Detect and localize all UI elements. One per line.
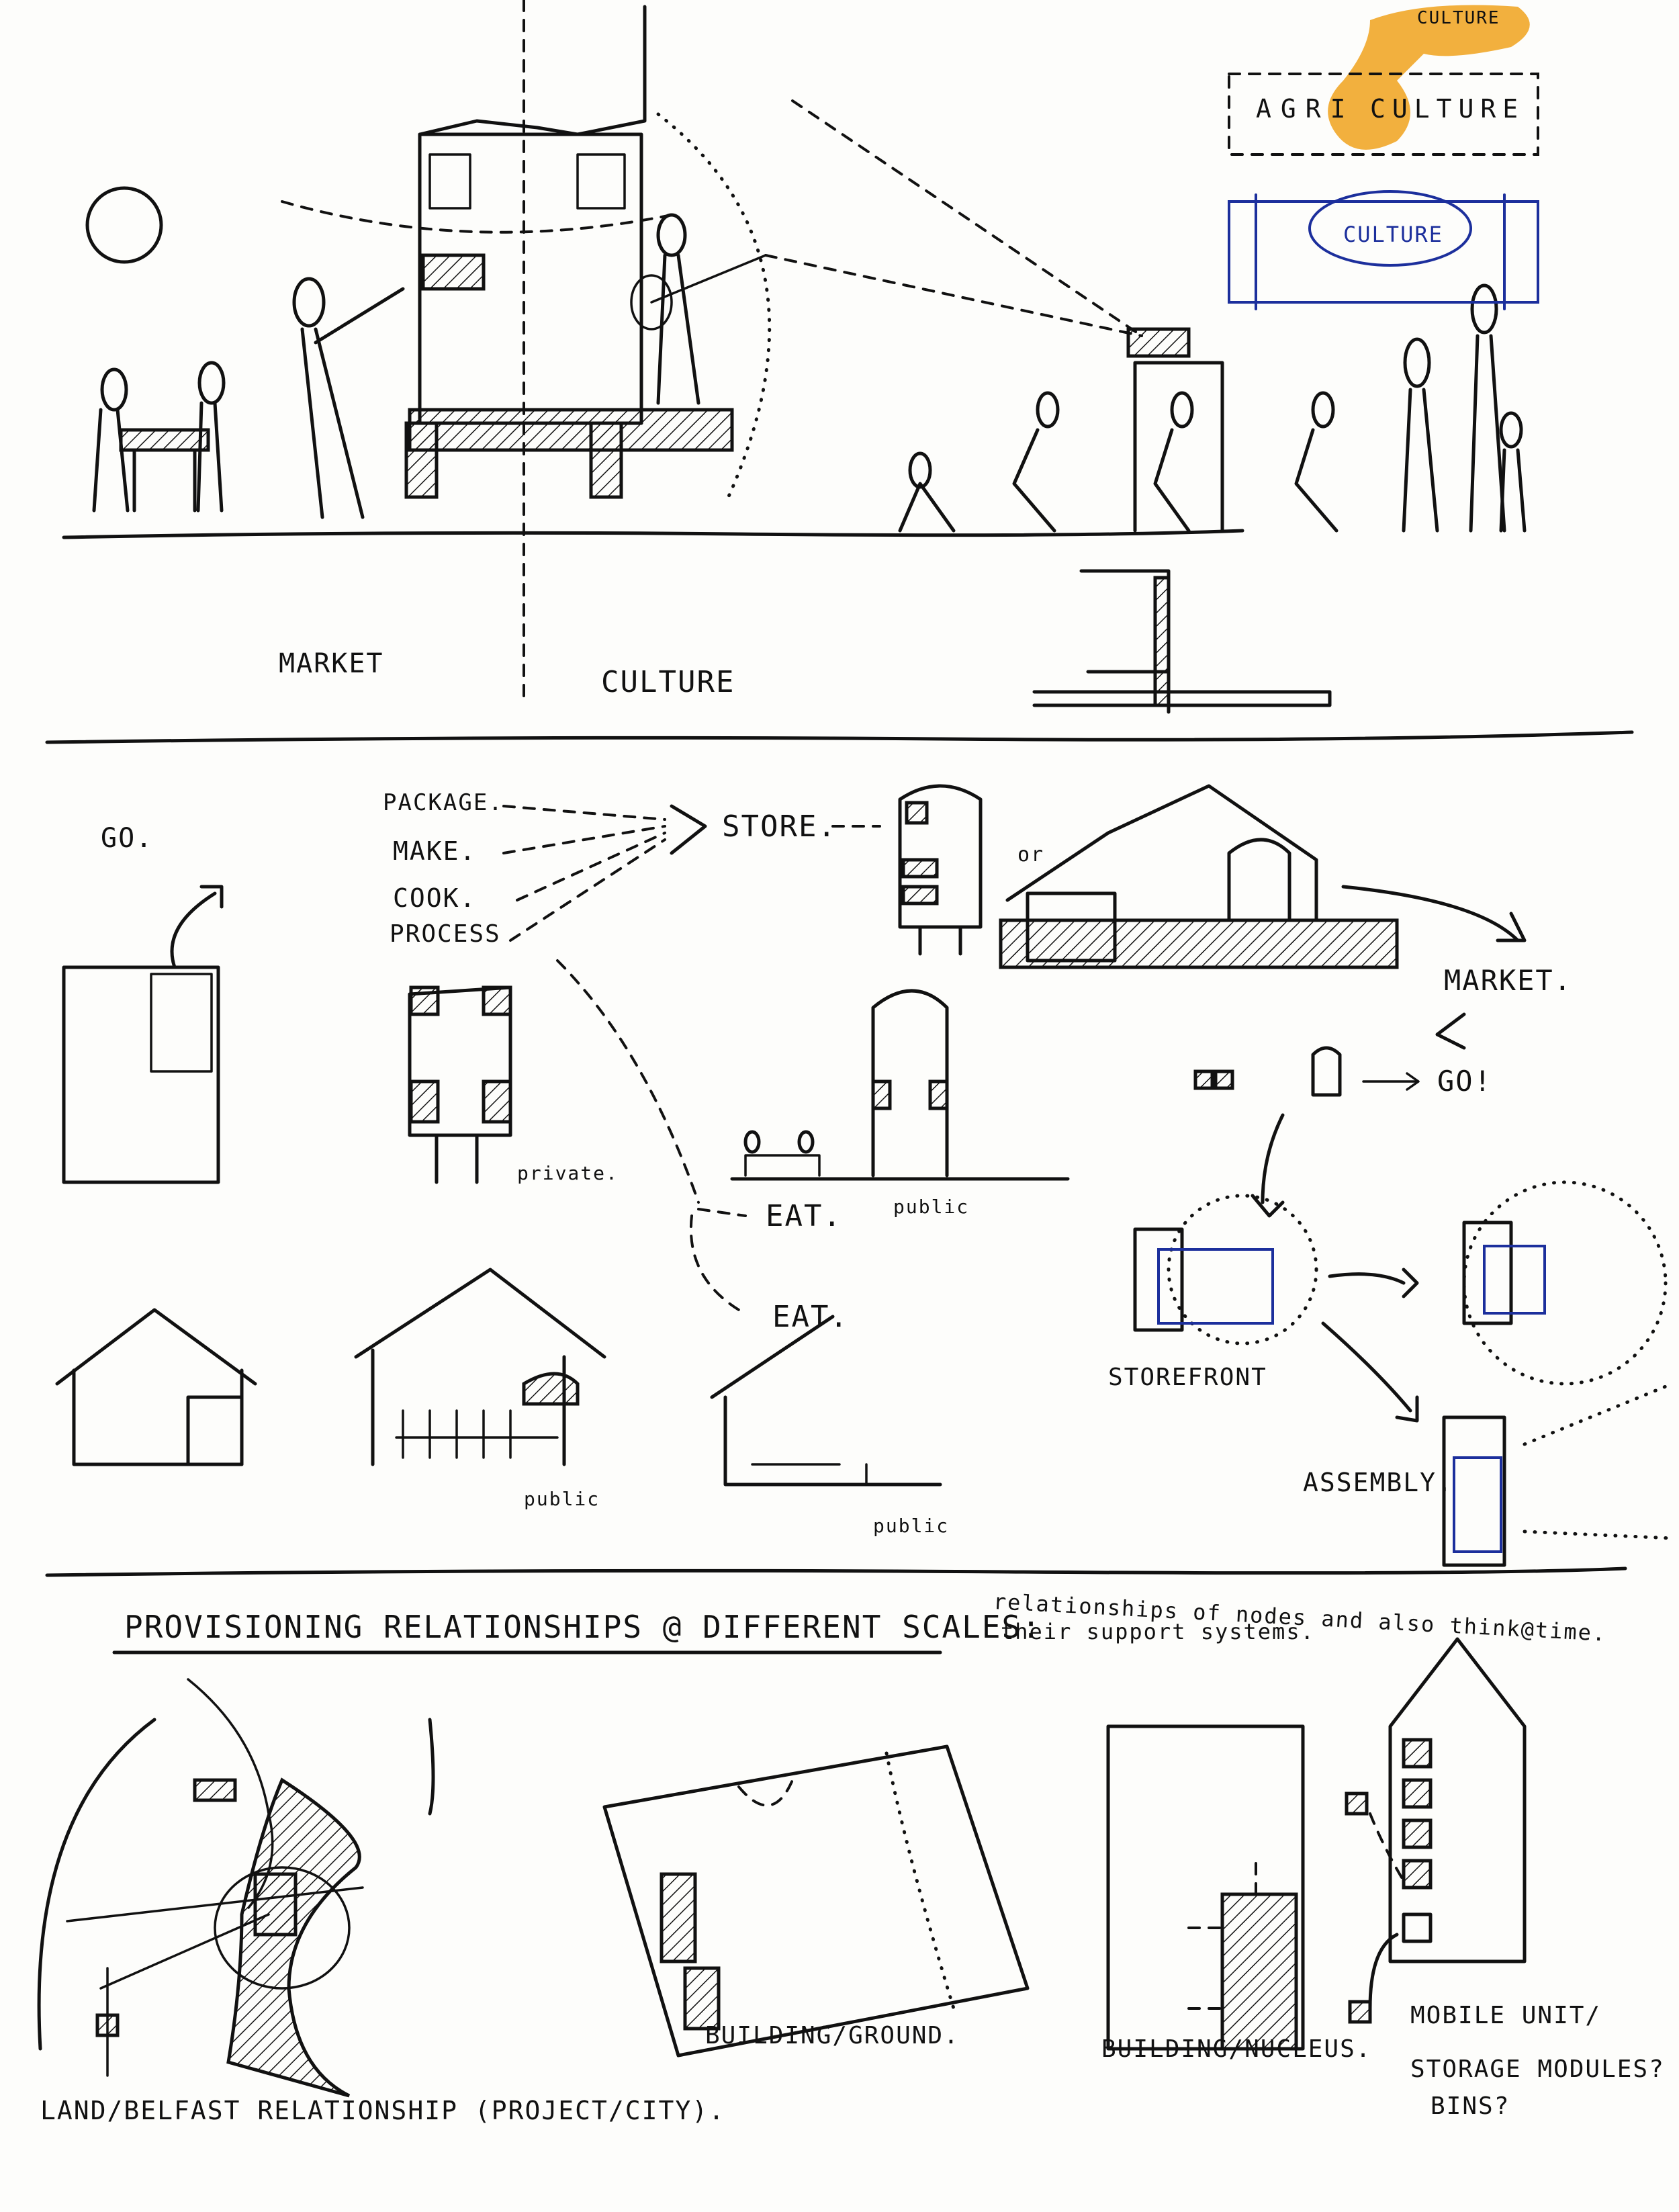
label-go-excl: GO! [1437, 1065, 1492, 1098]
note-line-2: their support systems. [1001, 1619, 1315, 1644]
label-store: STORE. [722, 809, 837, 844]
storefront-diagram [1133, 1113, 1674, 1567]
label-public-1: public [893, 1196, 970, 1218]
label-eat-1: EAT. [766, 1199, 842, 1233]
label-storage-modules: STORAGE MODULES? [1410, 2055, 1665, 2083]
heading-provisioning: PROVISIONING RELATIONSHIPS @ DIFFERENT S… [124, 1609, 1042, 1645]
label-package: PACKAGE. [383, 789, 504, 816]
module-icon-2 [1214, 1069, 1234, 1090]
houses-row-icons [55, 1268, 942, 1487]
building-ground-drawing [602, 1744, 1030, 2058]
section-divider-1 [45, 730, 1634, 744]
label-private: private. [517, 1162, 619, 1184]
ground-line [62, 529, 1244, 539]
land-map-drawing [37, 1678, 435, 2098]
house-section-icon [999, 784, 1527, 969]
label-market-middle: MARKET. [1444, 964, 1573, 997]
label-process: PROCESS [390, 920, 501, 948]
public-eat-icon [730, 989, 1070, 1181]
label-assembly: ASSEMBLY. [1303, 1468, 1453, 1497]
process-flow-arrows [502, 805, 747, 1311]
section-divider-2 [45, 1566, 1627, 1577]
label-go: GO. [101, 823, 154, 854]
guitarist-icon [630, 213, 767, 405]
label-building-ground: BUILDING/GROUND. [705, 2022, 960, 2049]
audience-icons [898, 283, 1527, 533]
market-arrow [1435, 1012, 1466, 1050]
projector-beam [764, 99, 1143, 337]
person-standing-icon [292, 277, 405, 519]
label-eat-2: EAT. [772, 1300, 849, 1334]
mobile-unit-icon [1311, 1046, 1342, 1097]
logo-dashed-box [1228, 73, 1539, 156]
logo-blue-scribble [1308, 190, 1472, 267]
store-building-icon [898, 784, 983, 956]
label-make: MAKE. [393, 836, 477, 866]
label-storefront: STOREFRONT [1108, 1364, 1267, 1391]
go-plan-rect [62, 965, 220, 1184]
module-icon-1 [1193, 1069, 1214, 1090]
market-building-icon [281, 5, 772, 506]
label-building-nucleus: BUILDING/NUCLEUS. [1101, 2035, 1372, 2063]
culture-highlight-shape [1328, 5, 1530, 150]
logo-highlight-text: CULTURE [1417, 8, 1500, 28]
label-bins: BINS? [1431, 2092, 1510, 2120]
label-cook: COOK. [393, 883, 477, 913]
bottom-section-sketch [37, 1637, 1527, 2098]
logo-agri-text: AGRI [1256, 94, 1355, 124]
projector-icon [1126, 327, 1191, 358]
building-nucleus-drawing [1106, 1724, 1305, 2051]
label-market: MARKET [279, 648, 384, 679]
label-public-3: public [873, 1515, 950, 1537]
top-section-sketch [62, 0, 1539, 714]
private-house-icon [408, 985, 512, 1184]
label-culture: CULTURE [601, 665, 735, 699]
sun-icon [85, 186, 163, 264]
people-eating-icon [92, 361, 226, 513]
label-land-relationship: LAND/BELFAST RELATIONSHIP (PROJECT/CITY)… [40, 2096, 725, 2125]
logo-blue-text: CULTURE [1343, 222, 1443, 247]
logo-culture-text: CULTURE [1370, 94, 1525, 124]
label-or: or [1017, 843, 1045, 867]
middle-section-sketch [55, 784, 1674, 1567]
small-plan-drawing [1032, 569, 1332, 714]
label-public-2: public [524, 1488, 600, 1510]
logo-blue-box [1228, 200, 1539, 304]
agriculture-logo [1228, 5, 1539, 310]
label-mobile-unit: MOBILE UNIT/ [1410, 2002, 1602, 2029]
mobile-unit-drawing [1345, 1637, 1527, 2024]
